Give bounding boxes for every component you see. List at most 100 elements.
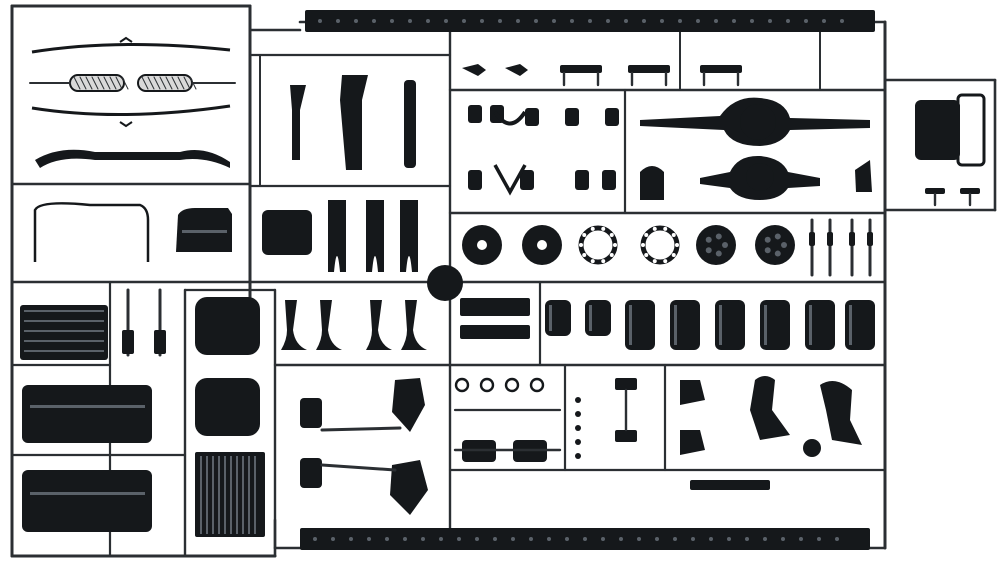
bracket-part: [122, 330, 134, 354]
pedal-linkage-part: [750, 376, 790, 440]
shock-part: [565, 108, 579, 126]
square-cover-part: [195, 378, 260, 436]
rail-rivet: [786, 19, 790, 23]
grille-slat: [242, 456, 244, 534]
hub-bolt: [705, 247, 712, 254]
rail-rivet: [385, 537, 389, 541]
rail-rivet: [691, 537, 695, 541]
link-rod-part: [493, 164, 527, 196]
rail-rivet: [552, 19, 556, 23]
ring-washer-part: [529, 377, 545, 393]
hub-bolt: [774, 233, 781, 240]
bracket-plate-part: [615, 378, 637, 390]
ring-bolt-hole: [601, 226, 606, 231]
grille-slat: [224, 456, 226, 534]
ring-bolt-hole: [582, 252, 587, 257]
ring-bolt-hole: [613, 243, 617, 247]
ring-bolt-hole: [641, 243, 645, 247]
runner: [177, 76, 185, 90]
ring-bolt-hole: [590, 226, 595, 231]
rail-rivet: [457, 537, 461, 541]
link-rod-part: [493, 110, 527, 126]
shock-body-part: [300, 398, 322, 428]
rail-rivet: [763, 537, 767, 541]
spring-link-part: [809, 232, 815, 246]
side-panel-part: [20, 305, 108, 360]
battery-part: [262, 210, 312, 255]
spring-bracket-part: [281, 300, 307, 350]
small-detail-parts: [29, 36, 986, 490]
wire-frame-part: [33, 202, 150, 262]
runner: [320, 463, 397, 472]
ring-bolt-hole: [590, 259, 595, 264]
rail-rivet: [475, 537, 479, 541]
rail-rivet: [565, 537, 569, 541]
hub-bolt: [764, 236, 771, 243]
cylinder-highlight: [549, 305, 552, 331]
ring-bolt-hole: [675, 243, 679, 247]
rail-rivet: [673, 537, 677, 541]
runner: [171, 76, 179, 90]
rail-rivet: [799, 537, 803, 541]
runner: [183, 76, 191, 90]
ring-bolt-hole: [601, 259, 606, 264]
cab-mount-part: [390, 460, 428, 515]
ring-bolt-hole: [671, 252, 676, 257]
air-tank-cylinder-part: [715, 300, 745, 350]
hub-bolt: [781, 242, 787, 248]
air-tank-cylinder-part: [670, 300, 700, 350]
spring-link-part: [827, 232, 833, 246]
rail-rivet: [493, 537, 497, 541]
rail-rivet: [624, 19, 628, 23]
rail-rivet: [588, 19, 592, 23]
hinge-bracket-part: [680, 380, 705, 405]
grille-slat: [230, 456, 232, 534]
air-tank-cylinder-part: [845, 300, 875, 350]
air-tank-cylinder-part: [625, 300, 655, 350]
box-highlight: [182, 230, 227, 233]
rail-rivet: [547, 537, 551, 541]
hub-bolt: [705, 236, 712, 243]
hub-bolt: [715, 250, 722, 257]
spring-link-part: [849, 232, 855, 246]
air-tank-cylinder-part: [760, 300, 790, 350]
spring-bracket-part: [316, 300, 342, 350]
rail-rivet: [714, 19, 718, 23]
ring-bolt-hole: [663, 226, 668, 231]
wheel-ring-part: [640, 225, 680, 265]
rail-rivet: [331, 537, 335, 541]
cylinder-highlight: [764, 305, 767, 345]
rail-rivet: [606, 19, 610, 23]
rail-rivet: [696, 19, 700, 23]
grille-slat: [200, 456, 202, 534]
shock-part: [520, 170, 534, 190]
tank-cap-part: [640, 166, 664, 200]
spring-bracket-part: [401, 300, 427, 350]
shock-part: [605, 108, 619, 126]
cylinder-highlight: [629, 305, 632, 345]
rail-rivet: [583, 537, 587, 541]
cylinder-tank-parts: [545, 300, 875, 350]
rail-rivet: [318, 19, 322, 23]
bolt-part: [575, 397, 581, 403]
bolt-part: [575, 425, 581, 431]
fuel-tank-panel-part: [22, 385, 152, 443]
runner: [159, 76, 167, 90]
rod-clip-part: [119, 36, 133, 43]
grille-slat: [248, 456, 250, 534]
bolt-part: [575, 453, 581, 459]
rail-rivet: [642, 19, 646, 23]
u-bracket-part: [400, 200, 418, 272]
cab-mount-part: [392, 378, 425, 432]
runner: [121, 76, 129, 90]
seat-part: [560, 65, 602, 73]
square-cover-part: [195, 297, 260, 355]
grille-slat: [254, 456, 256, 534]
ring-bolt-hole: [644, 233, 649, 238]
rail-rivet: [372, 19, 376, 23]
rod-clip-part: [119, 121, 133, 128]
knob-part: [803, 439, 821, 457]
rail-rivet: [619, 537, 623, 541]
